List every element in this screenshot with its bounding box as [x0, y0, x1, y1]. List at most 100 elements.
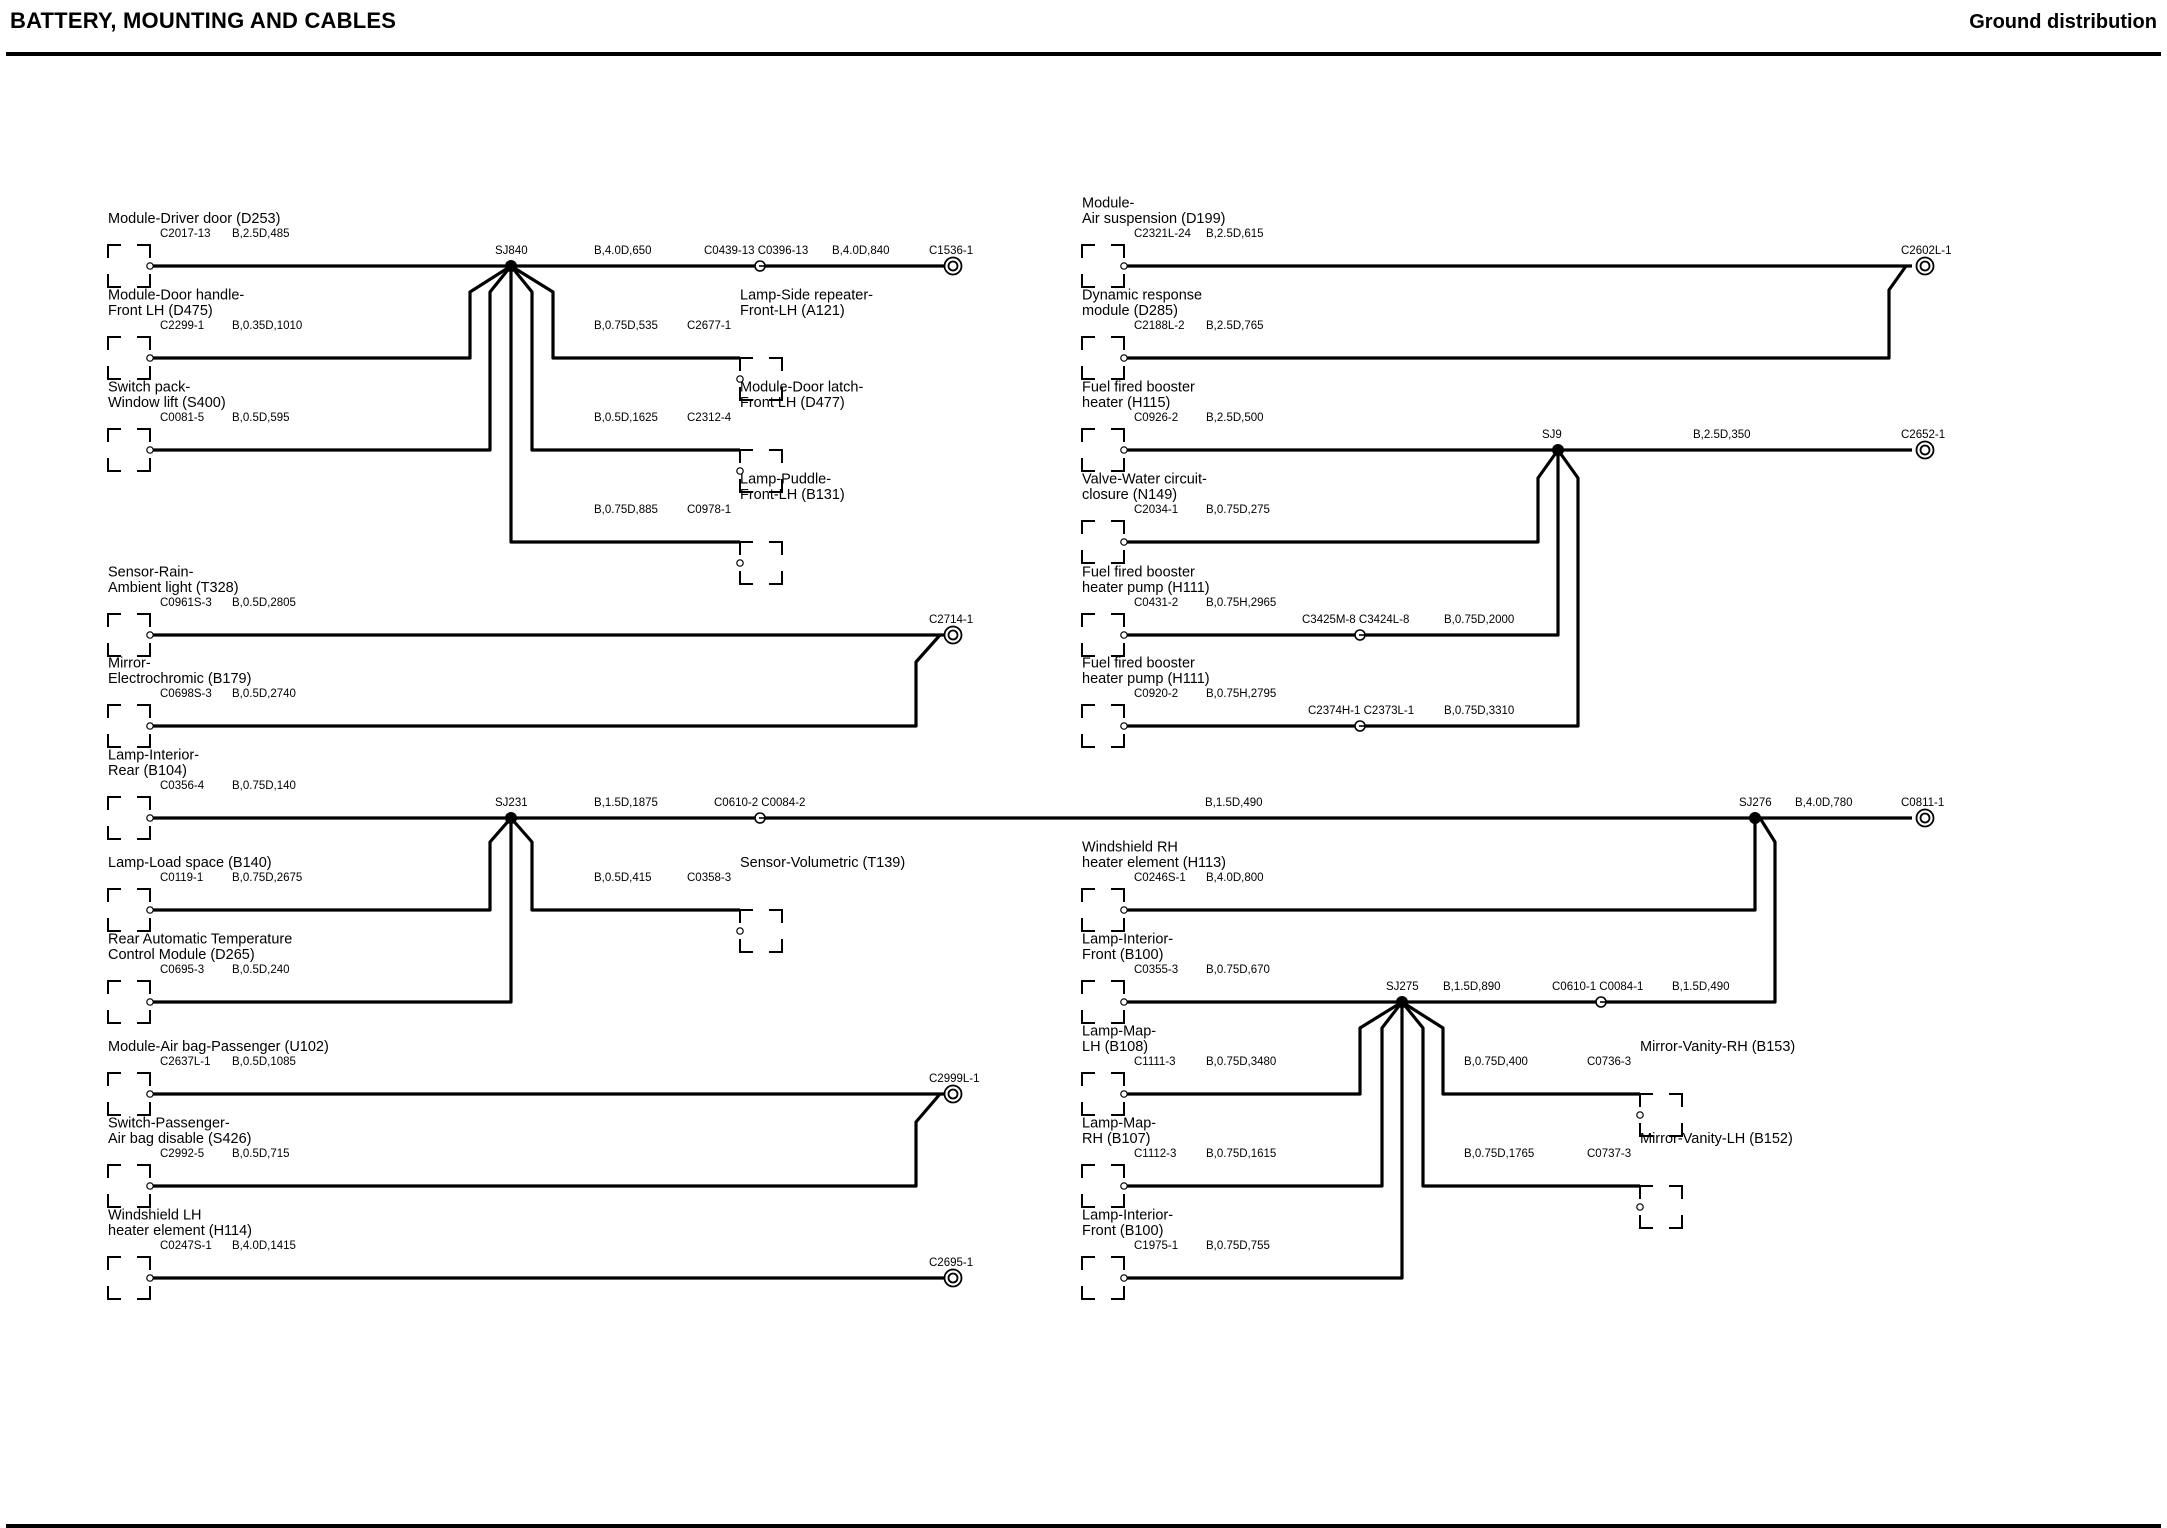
- wire-spec-label: B,0.75D,1615: [1206, 1148, 1276, 1160]
- component-label: Rear (B104): [108, 763, 187, 779]
- component-label: heater pump (H111): [1082, 671, 1210, 687]
- wire-spec-label: B,4.0D,840: [832, 245, 890, 257]
- component-label: Front (B100): [1082, 947, 1163, 963]
- component-ls1: [107, 613, 154, 657]
- connector-label: C0358-3: [687, 872, 731, 884]
- wire-spec-label: B,2.5D,615: [1206, 228, 1264, 240]
- connector-label: C2034-1: [1134, 504, 1178, 516]
- wire-o4: [509, 816, 740, 912]
- connector-label: C0961S-3: [160, 597, 212, 609]
- wire-spec-label: B,0.75D,400: [1464, 1056, 1528, 1068]
- inline-connector-label: C3425M-8 C3424L-8: [1302, 614, 1409, 626]
- wire-ic5-sj276: [1601, 817, 1777, 1004]
- ground-label: C2999L-1: [929, 1073, 980, 1085]
- connector-label: C2321L-24: [1134, 228, 1192, 240]
- ground-eyelet-inner: [1919, 444, 1931, 456]
- connector-label: C2299-1: [160, 320, 204, 332]
- component-label: Lamp-Interior-: [1082, 932, 1173, 948]
- component-label: Window lift (S400): [108, 395, 226, 411]
- wire-spec-label: B,0.75D,3480: [1206, 1056, 1276, 1068]
- wire-spec-label: B,4.0D,780: [1795, 797, 1853, 809]
- component-rf2: [1081, 520, 1128, 564]
- ground-eyelet-inner: [1919, 812, 1931, 824]
- component-rl1: [1081, 980, 1128, 1024]
- connector-label: C0737-3: [1587, 1148, 1631, 1160]
- wire-rf3-b: [1360, 450, 1560, 637]
- connector-label: C2637L-1: [160, 1056, 211, 1068]
- wire-spec-label: B,0.75H,2795: [1206, 688, 1276, 700]
- component-label: Fuel fired booster: [1082, 380, 1195, 396]
- component-label: Module-Air bag-Passenger (U102): [108, 1039, 329, 1055]
- connector-label: C0081-5: [160, 412, 204, 424]
- ground-eyelet-icon: [943, 625, 963, 645]
- connector-label: C0920-2: [1134, 688, 1178, 700]
- component-la2: [107, 1164, 154, 1208]
- component-label: Control Module (D265): [108, 947, 255, 963]
- connector-label: C0355-3: [1134, 964, 1178, 976]
- wire-o3: [509, 266, 740, 544]
- wire-rw1: [1124, 818, 1757, 912]
- wire-spec-label: B,0.5D,2805: [232, 597, 296, 609]
- inline-connector-label: C0610-2 C0084-2: [714, 797, 805, 809]
- ground-eyelet-inner: [947, 629, 959, 641]
- component-label: Module-Driver door (D253): [108, 211, 280, 227]
- wire-rf4-b: [1360, 449, 1580, 728]
- ground-eyelet-icon: [1915, 440, 1935, 460]
- inline-connector-label: C0610-1 C0084-1: [1552, 981, 1643, 993]
- splice-label: SJ276: [1739, 797, 1772, 809]
- component-o3: [736, 541, 783, 585]
- component-label: Lamp-Map-: [1082, 1024, 1156, 1040]
- splice-dot: [1552, 444, 1564, 456]
- component-rf4: [1081, 704, 1128, 748]
- connector-label: C2992-5: [160, 1148, 204, 1160]
- wire-spec-label: B,0.5D,240: [232, 964, 290, 976]
- component-label: RH (B107): [1082, 1131, 1151, 1147]
- wire-spec-label: B,0.75H,2965: [1206, 597, 1276, 609]
- splice-dot: [505, 812, 517, 824]
- ground-label: C2714-1: [929, 614, 973, 626]
- ground-eyelet-inner: [947, 1088, 959, 1100]
- ground-eyelet-inner: [1919, 260, 1931, 272]
- component-label: LH (B108): [1082, 1039, 1148, 1055]
- connector-label: C2677-1: [687, 320, 731, 332]
- splice-dot: [1749, 812, 1761, 824]
- component-rw1: [1081, 888, 1128, 932]
- component-label: heater (H115): [1082, 395, 1170, 411]
- connector-label: C0119-1: [160, 872, 203, 884]
- splice-label: SJ275: [1386, 981, 1419, 993]
- ground-label: C2695-1: [929, 1257, 973, 1269]
- component-lw1: [107, 1256, 154, 1300]
- component-label: module (D285): [1082, 303, 1178, 319]
- wire-o1: [510, 264, 740, 360]
- connector-label: C0698S-3: [160, 688, 212, 700]
- connector-label: C0431-2: [1134, 597, 1178, 609]
- wire-spec-label: B,2.5D,765: [1206, 320, 1264, 332]
- wire-spec-label: B,0.75D,670: [1206, 964, 1270, 976]
- component-label: Lamp-Load space (B140): [108, 855, 272, 871]
- ground-eyelet-icon: [943, 1084, 963, 1104]
- component-o6: [1636, 1185, 1683, 1229]
- component-label: Fuel fired booster: [1082, 565, 1195, 581]
- connector-label: C1975-1: [1134, 1240, 1178, 1252]
- component-label: Front-LH (A121): [740, 303, 845, 319]
- component-label: heater element (H114): [108, 1223, 252, 1239]
- section-title: Ground distribution: [1969, 11, 2157, 33]
- component-ra1: [1081, 244, 1128, 288]
- wire-rl2: [1124, 1000, 1403, 1096]
- wire-la2: [150, 1092, 942, 1188]
- splice-label: SJ9: [1542, 429, 1562, 441]
- component-ld1: [107, 244, 154, 288]
- ground-label: C2602L-1: [1901, 245, 1952, 257]
- component-rf3: [1081, 613, 1128, 657]
- wire-spec-label: B,4.0D,800: [1206, 872, 1264, 884]
- component-label: Dynamic response: [1082, 288, 1202, 304]
- inline-connector-label: C0439-13 C0396-13: [704, 245, 808, 257]
- wire-spec-label: B,0.5D,2740: [232, 688, 296, 700]
- wire-o2: [509, 264, 740, 452]
- inline-connector-label: C2374H-1 C2373L-1: [1308, 705, 1414, 717]
- wire-spec-label: B,0.75D,1765: [1464, 1148, 1534, 1160]
- ground-eyelet-inner: [947, 1272, 959, 1284]
- connector-label: C0356-4: [160, 780, 205, 792]
- component-label: Front LH (D477): [740, 395, 845, 411]
